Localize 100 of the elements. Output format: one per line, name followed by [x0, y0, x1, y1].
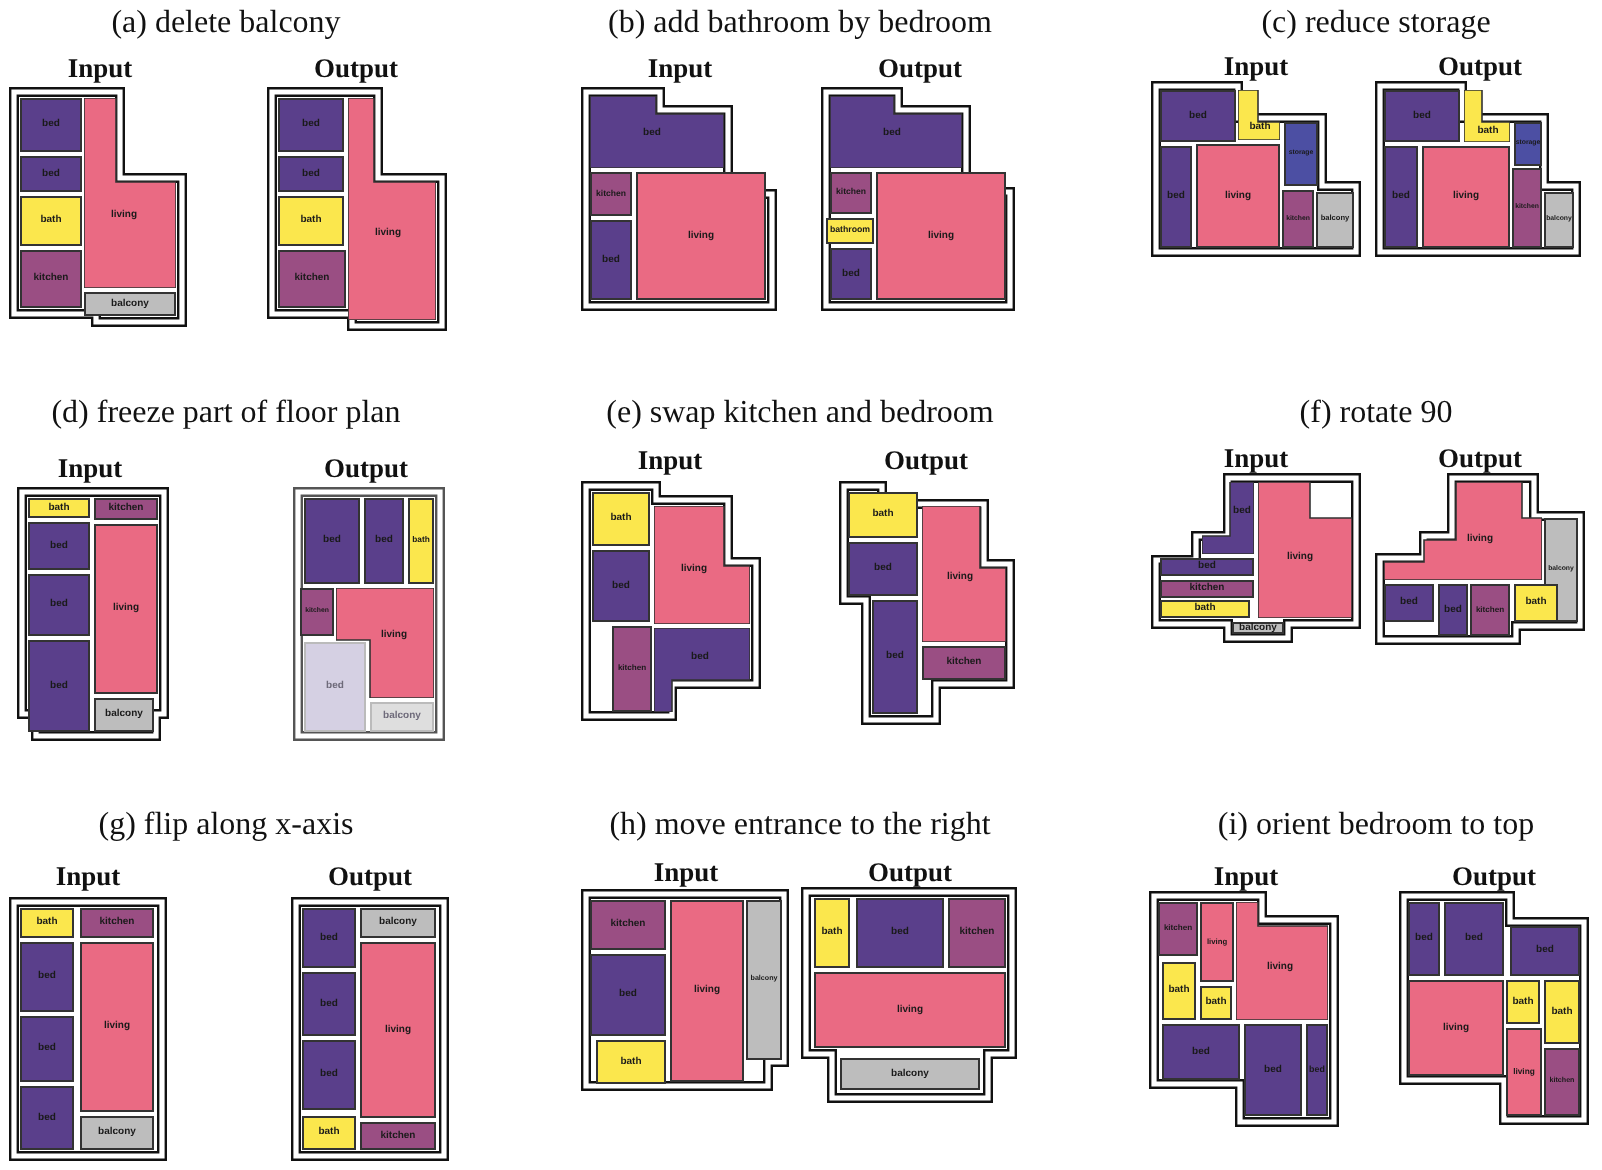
column-heading: Output — [867, 858, 953, 886]
column-heading: Input — [1223, 52, 1289, 80]
room-area — [922, 646, 1006, 680]
room-area — [1408, 902, 1440, 976]
room-area — [1384, 482, 1542, 580]
column-heading: Input — [1213, 862, 1279, 890]
panel-title: (d) freeze part of floor plan — [51, 398, 401, 430]
room-area — [302, 908, 356, 968]
floor-plan-outline — [6, 84, 190, 330]
room-area — [856, 898, 944, 968]
room-area — [278, 98, 344, 152]
room-area — [814, 898, 850, 968]
room-area — [1236, 902, 1328, 1020]
room-area — [840, 1058, 980, 1090]
room-area — [654, 506, 750, 624]
room-area — [922, 506, 1006, 642]
panel-title: (h) move entrance to the right — [609, 810, 991, 842]
room-area — [1544, 1048, 1580, 1116]
room-area — [876, 172, 1006, 300]
room-area — [590, 954, 666, 1036]
floor-plan-outline — [1148, 78, 1364, 260]
room-area — [1160, 558, 1254, 576]
room-area — [814, 972, 1006, 1048]
room-area — [364, 498, 404, 584]
room-area — [746, 900, 782, 1060]
room-area — [20, 98, 82, 152]
room-area — [670, 900, 744, 1082]
column-heading: Input — [55, 862, 121, 890]
room-area — [1470, 584, 1510, 636]
panel-title: (c) reduce storage — [1261, 8, 1491, 40]
room-area — [300, 588, 334, 636]
room-area — [1514, 122, 1542, 166]
column-heading: Output — [1451, 862, 1537, 890]
column-heading: Input — [1223, 444, 1289, 472]
room-area — [80, 942, 154, 1112]
room-area — [590, 96, 724, 168]
room-area — [636, 172, 766, 300]
panel-title: (a) delete balcony — [111, 8, 341, 40]
room-area — [1160, 90, 1236, 142]
room-area — [590, 900, 666, 950]
room-area — [1316, 192, 1354, 248]
panel-title: (i) orient bedroom to top — [1217, 810, 1535, 842]
floor-plan-outline — [6, 894, 170, 1164]
room-area — [848, 542, 918, 596]
room-area — [1232, 622, 1284, 634]
room-area — [1384, 584, 1434, 622]
panel-title: (f) rotate 90 — [1299, 398, 1453, 430]
room-area — [360, 908, 436, 938]
room-area — [654, 628, 750, 712]
room-area — [28, 640, 90, 732]
room-area — [1244, 1024, 1302, 1116]
room-area — [1196, 144, 1280, 248]
room-area — [20, 156, 82, 192]
room-area — [20, 908, 74, 938]
floor-plan-outline — [1372, 470, 1588, 648]
room-area — [1258, 482, 1352, 618]
room-area — [1200, 902, 1234, 982]
column-heading: Output — [1437, 444, 1523, 472]
room-area — [1408, 980, 1504, 1076]
room-area — [1284, 122, 1318, 186]
room-area — [1306, 1024, 1328, 1116]
floor-plan-outline — [1372, 78, 1584, 260]
room-area — [1162, 962, 1196, 1020]
floor-plan-outline — [264, 84, 450, 334]
room-area — [302, 1040, 356, 1110]
room-area — [848, 492, 918, 538]
room-area — [590, 220, 632, 300]
room-area — [20, 942, 74, 1012]
room-area — [830, 172, 872, 214]
column-heading: Output — [877, 54, 963, 82]
room-area — [28, 574, 90, 636]
room-area — [1544, 192, 1574, 248]
floor-plan-outline — [1396, 888, 1592, 1128]
room-area — [20, 250, 82, 308]
room-area — [612, 626, 652, 712]
room-area — [304, 498, 360, 584]
room-area — [1506, 980, 1540, 1024]
room-area — [948, 898, 1006, 968]
room-area — [20, 1086, 74, 1150]
column-heading: Input — [653, 858, 719, 886]
room-area — [80, 1116, 154, 1150]
room-area — [1160, 600, 1250, 618]
room-area — [278, 156, 344, 192]
room-area — [826, 218, 874, 244]
panel-title: (e) swap kitchen and bedroom — [606, 398, 994, 430]
room-area — [1510, 926, 1580, 976]
floor-plan-outline — [578, 886, 792, 1094]
column-heading: Output — [313, 54, 399, 82]
room-area — [1238, 90, 1280, 140]
floor-plan-outline — [14, 484, 172, 744]
room-area — [1544, 980, 1580, 1044]
room-area — [1512, 168, 1542, 248]
room-area — [370, 702, 434, 732]
room-area — [830, 96, 962, 168]
room-area — [872, 600, 918, 714]
floor-plan-outline — [818, 84, 1018, 314]
room-area — [596, 1040, 666, 1084]
floor-plan-outline — [288, 894, 452, 1164]
room-area — [1158, 902, 1198, 956]
panel-title: (g) flip along x-axis — [98, 810, 354, 842]
